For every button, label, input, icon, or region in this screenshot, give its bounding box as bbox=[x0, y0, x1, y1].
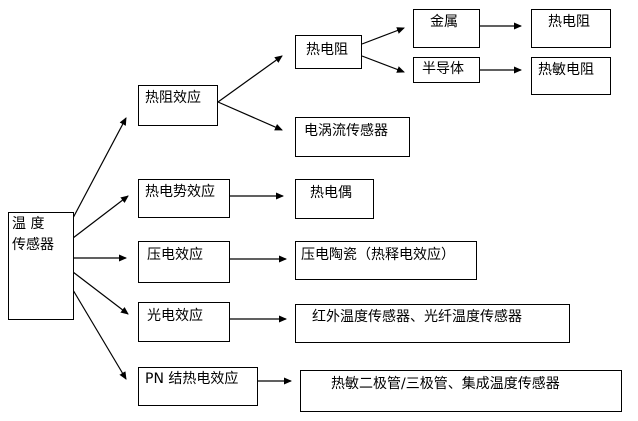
node-thermocouple: 热电偶 bbox=[295, 179, 374, 219]
arrow-thermistor-to-metal bbox=[361, 27, 405, 45]
arrow-root-to-thermoelectric bbox=[72, 195, 129, 239]
node-infrared-fiber-sensors: 红外温度传感器、光纤温度传感器 bbox=[295, 304, 570, 343]
root-label-line2: 传感器 bbox=[12, 237, 54, 253]
root-node-temperature-sensor: 温 度 传感器 bbox=[8, 212, 74, 320]
node-semiconductor: 半导体 bbox=[413, 57, 480, 83]
arrow-thermal-resistance-to-thermistor bbox=[217, 55, 283, 103]
arrow-thermal-resistance-to-eddy-current bbox=[217, 101, 283, 131]
node-infrared-fiber-sensors-label: 红外温度传感器、光纤温度传感器 bbox=[312, 309, 522, 325]
node-thermistor-result-label: 热敏电阻 bbox=[538, 62, 594, 78]
root-label-line1: 温 度 bbox=[12, 216, 45, 232]
node-pn-junction-effect: PN 结热电效应 bbox=[138, 367, 258, 406]
node-metal: 金属 bbox=[413, 9, 480, 48]
node-thermistor-result: 热敏电阻 bbox=[531, 57, 611, 95]
node-thermal-resistance-effect-label: 热阻效应 bbox=[145, 90, 201, 106]
node-photoelectric-effect: 光电效应 bbox=[138, 302, 230, 342]
node-eddy-current-sensor-label: 电涡流传感器 bbox=[304, 123, 388, 139]
node-thermoelectric-effect: 热电势效应 bbox=[138, 179, 230, 218]
node-pn-devices-label: 热敏二极管/三极管、集成温度传感器 bbox=[331, 376, 560, 392]
node-piezo-ceramic: 压电陶瓷（热释电效应） bbox=[295, 241, 477, 280]
node-photoelectric-effect-label: 光电效应 bbox=[147, 308, 203, 324]
node-semiconductor-label: 半导体 bbox=[422, 61, 464, 77]
node-thermistor-resistor: 热电阻 bbox=[295, 35, 362, 69]
node-pn-junction-effect-label: PN 结热电效应 bbox=[145, 371, 239, 387]
node-thermocouple-label: 热电偶 bbox=[310, 185, 352, 201]
node-metal-label: 金属 bbox=[430, 14, 458, 30]
node-thermoelectric-effect-label: 热电势效应 bbox=[145, 184, 215, 200]
arrow-root-to-pn-junction bbox=[72, 289, 127, 380]
node-thermistor-resistor-label: 热电阻 bbox=[306, 42, 348, 58]
node-pn-devices: 热敏二极管/三极管、集成温度传感器 bbox=[300, 370, 622, 412]
node-piezo-ceramic-label: 压电陶瓷（热释电效应） bbox=[301, 247, 455, 263]
arrow-thermistor-to-semiconductor bbox=[361, 55, 405, 73]
arrow-root-to-photoelectric bbox=[72, 271, 129, 315]
node-resistor-result-label: 热电阻 bbox=[548, 14, 590, 30]
node-thermal-resistance-effect: 热阻效应 bbox=[138, 85, 218, 126]
node-eddy-current-sensor: 电涡流传感器 bbox=[295, 117, 410, 157]
node-piezoelectric-effect-label: 压电效应 bbox=[147, 247, 203, 263]
arrow-root-to-thermal-resistance bbox=[72, 117, 127, 219]
node-piezoelectric-effect: 压电效应 bbox=[138, 241, 230, 283]
node-resistor-result: 热电阻 bbox=[531, 9, 611, 48]
